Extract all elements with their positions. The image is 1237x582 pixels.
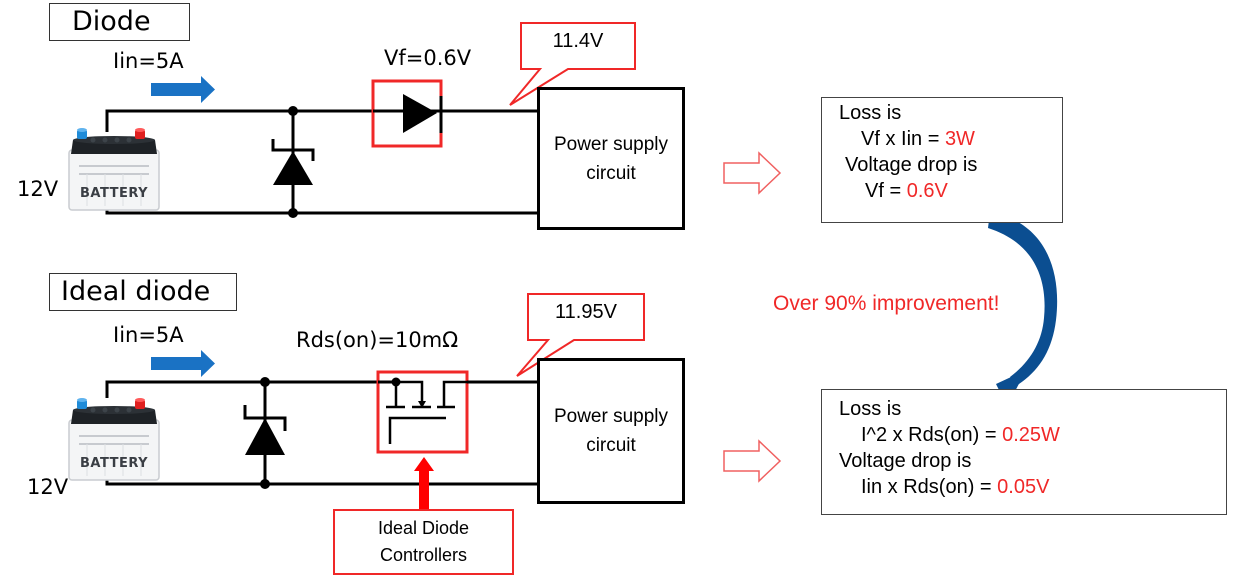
section-title-ideal-diode: Ideal diode <box>49 273 237 311</box>
current-label: Iin=5A <box>113 323 184 347</box>
vf-label-text: Vf=0.6V <box>384 46 472 70</box>
output-voltage-callout: 11.4V <box>521 30 635 53</box>
junction-dot <box>260 479 270 489</box>
result-value: 0.6V <box>906 180 948 202</box>
result-formula: Vf x Iin = <box>861 128 945 150</box>
result-line: I^2 x Rds(on) = 0.25W <box>839 422 1226 448</box>
psu-label-line2: circuit <box>586 435 636 456</box>
diode-icon <box>371 79 443 148</box>
power-supply-circuit-box: Power supply circuit <box>537 87 685 230</box>
result-line: Voltage drop is <box>845 154 978 176</box>
psu-label-line1: Power supply <box>553 133 669 155</box>
section-title-text: Diode <box>72 6 151 37</box>
improvement-label: Over 90% improvement! <box>773 292 999 316</box>
mosfet-icon <box>376 370 537 454</box>
output-voltage-callout: 11.95V <box>528 301 644 324</box>
right-arrow-icon <box>151 350 215 377</box>
rds-label-text: Rds(on)=10mΩ <box>296 328 459 352</box>
hollow-right-arrow-icon <box>723 151 782 195</box>
battery-label: BATTERY <box>80 456 148 471</box>
result-line: Vf x Iin = 3W <box>839 126 1062 152</box>
diode-circuit-wires <box>105 109 537 215</box>
junction-dot <box>288 106 298 116</box>
controller-label-line1: Ideal Diode <box>377 518 470 538</box>
section-title-text: Ideal diode <box>61 276 211 307</box>
result-value: 0.25W <box>1002 424 1060 446</box>
psu-label-line1: Power supply <box>553 406 669 427</box>
result-line: Loss is <box>839 398 902 420</box>
battery-voltage-text: 12V <box>17 177 59 201</box>
rds-label: Rds(on)=10mΩ <box>296 328 458 352</box>
psu-label-line2: circuit <box>586 162 636 184</box>
current-label: Iin=5A <box>113 49 184 73</box>
improvement-label-text: Over 90% improvement! <box>773 292 1000 315</box>
right-arrow-icon <box>151 76 215 103</box>
junction-dot <box>288 208 298 218</box>
result-value: 3W <box>944 128 975 150</box>
battery-voltage: 12V <box>17 177 58 201</box>
result-line: Loss is <box>839 102 902 124</box>
current-label-text: Iin=5A <box>113 49 184 73</box>
section-title-diode: Diode <box>49 3 190 41</box>
battery-label-text: BATTERY <box>80 186 149 201</box>
battery-label: BATTERY <box>80 186 148 201</box>
ideal-diode-controllers-box: Ideal Diode Controllers <box>333 509 514 575</box>
tvs-diode-icon <box>271 139 315 185</box>
controller-label-line2: Controllers <box>379 545 468 565</box>
diode-result-box: Loss is Vf x Iin = 3W Voltage drop is Vf… <box>821 97 1063 223</box>
result-formula: I^2 x Rds(on) = <box>861 424 1003 446</box>
power-supply-circuit-box: Power supply circuit <box>537 358 685 504</box>
result-formula: Vf = <box>865 180 907 202</box>
current-label-text: Iin=5A <box>113 323 184 347</box>
up-arrow-icon <box>414 457 434 509</box>
ideal-result-box: Loss is I^2 x Rds(on) = 0.25W Voltage dr… <box>821 389 1227 515</box>
output-voltage-text: 11.4V <box>552 30 604 52</box>
junction-dot <box>260 377 270 387</box>
vf-label: Vf=0.6V <box>384 46 471 70</box>
result-value: 0.05V <box>997 476 1050 498</box>
output-voltage-text: 11.95V <box>555 301 617 323</box>
result-formula: Iin x Rds(on) = <box>861 476 998 498</box>
result-line: Vf = 0.6V <box>839 178 1062 204</box>
battery-voltage-text: 12V <box>27 475 69 499</box>
battery-label-text: BATTERY <box>80 456 149 471</box>
result-line: Iin x Rds(on) = 0.05V <box>839 474 1226 500</box>
result-line: Voltage drop is <box>839 450 972 472</box>
tvs-diode-icon <box>243 405 287 455</box>
ideal-circuit-wires <box>105 380 537 486</box>
hollow-right-arrow-icon <box>723 439 782 483</box>
battery-voltage: 12V <box>27 475 68 499</box>
